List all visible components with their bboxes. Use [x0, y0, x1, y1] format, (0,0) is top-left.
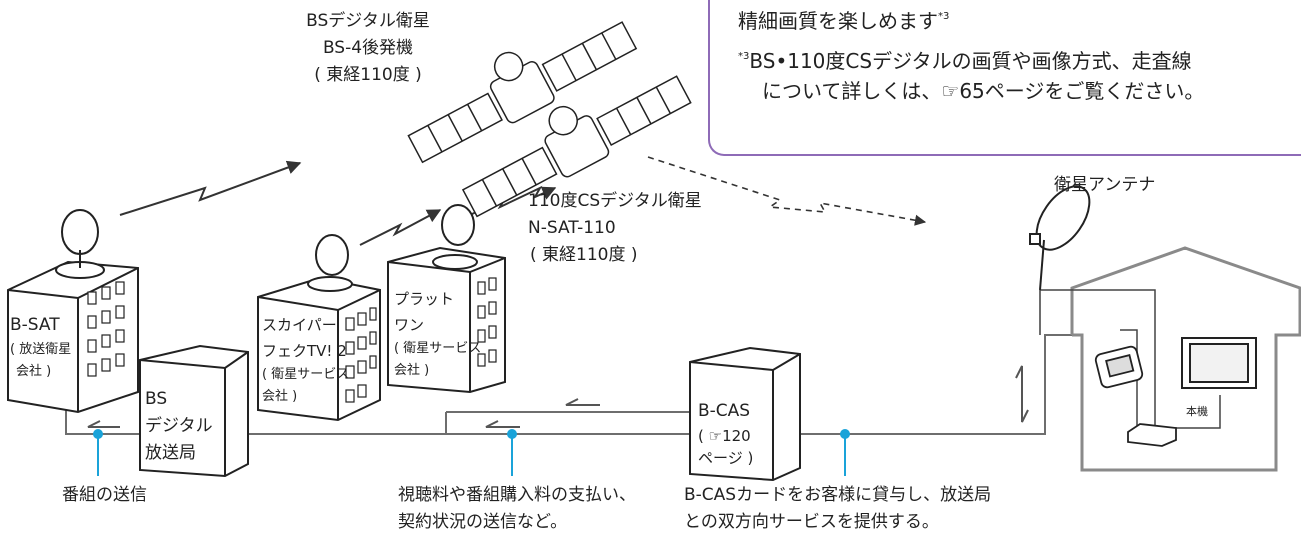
skyperfect-building-icon	[257, 234, 381, 422]
caption-pointers	[93, 429, 850, 476]
downlink-arrow	[647, 156, 927, 226]
bcas-label: B-CAS ( ☞120 ページ )	[698, 401, 754, 467]
bs-satellite-icon	[407, 21, 638, 164]
caption-bcas-service: B-CASカードをお客様に貸与し、放送局との双方向サービスを提供する。	[684, 485, 992, 532]
caption-program-transmission: 番組の送信	[62, 485, 147, 505]
platone-label: プラット ワン ( 衛星サービス 会社 )	[394, 290, 482, 378]
bsat-building-icon	[7, 209, 139, 414]
note-footnote-line1: *3BS•110度CSデジタルの画質や画像方式、走査線	[738, 49, 1192, 73]
note-footnote-line2: について詳しくは、☞65ページをご覧ください。	[762, 79, 1205, 103]
tv-label: 本機	[1186, 405, 1208, 418]
note-headline: 精細画質を楽しめます*3	[738, 9, 950, 33]
house-icon	[1070, 246, 1301, 472]
flow-arrows	[87, 365, 1029, 428]
platone-building-icon	[387, 204, 506, 394]
caption-payments: 視聴料や番組購入料の支払い、契約状況の送信など。	[398, 485, 636, 532]
cs-satellite-icon	[461, 75, 692, 218]
skyperfect-label: スカイパー フェクTV! 2 ( 衛星サービス 会社 )	[262, 316, 350, 404]
network-lines	[65, 290, 1072, 435]
home-satellite-dish-icon	[1029, 185, 1091, 291]
bcas-building-icon	[689, 346, 801, 482]
home-antenna-label: 衛星アンテナ	[1054, 175, 1156, 195]
tv-icon	[1181, 337, 1257, 389]
note-box	[708, 0, 1301, 156]
bsat-label: B-SAT ( 放送衛星 会社 )	[10, 315, 72, 379]
bs-station-building-icon	[139, 344, 249, 478]
receiver-icon	[1127, 423, 1177, 447]
telephone-icon	[1094, 345, 1144, 389]
